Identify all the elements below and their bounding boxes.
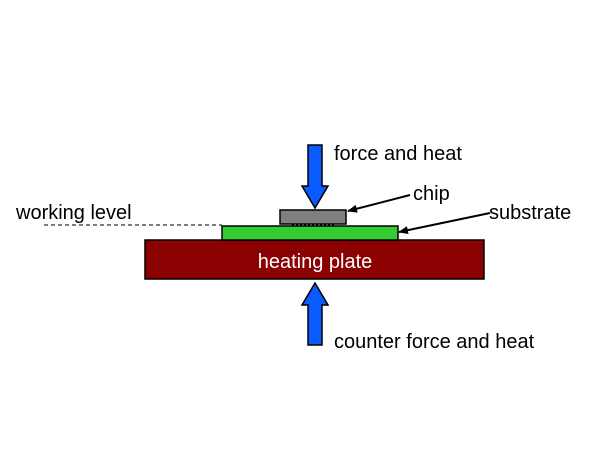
substrate-leader-arrow	[398, 212, 491, 235]
force-arrow-down	[300, 144, 330, 210]
chip-leader-arrow	[347, 194, 411, 213]
counter-force-arrow-up	[300, 281, 330, 346]
counter-force-and-heat-label: counter force and heat	[334, 331, 535, 353]
force-and-heat-label: force and heat	[334, 143, 462, 165]
chip-label: chip	[413, 183, 450, 205]
substrate-label: substrate	[489, 202, 571, 224]
chip	[279, 209, 347, 225]
working-level-label: working level	[15, 202, 132, 224]
heating-plate-label: heating plate	[258, 251, 373, 273]
heating-plate	[144, 239, 485, 280]
substrate	[221, 225, 399, 241]
